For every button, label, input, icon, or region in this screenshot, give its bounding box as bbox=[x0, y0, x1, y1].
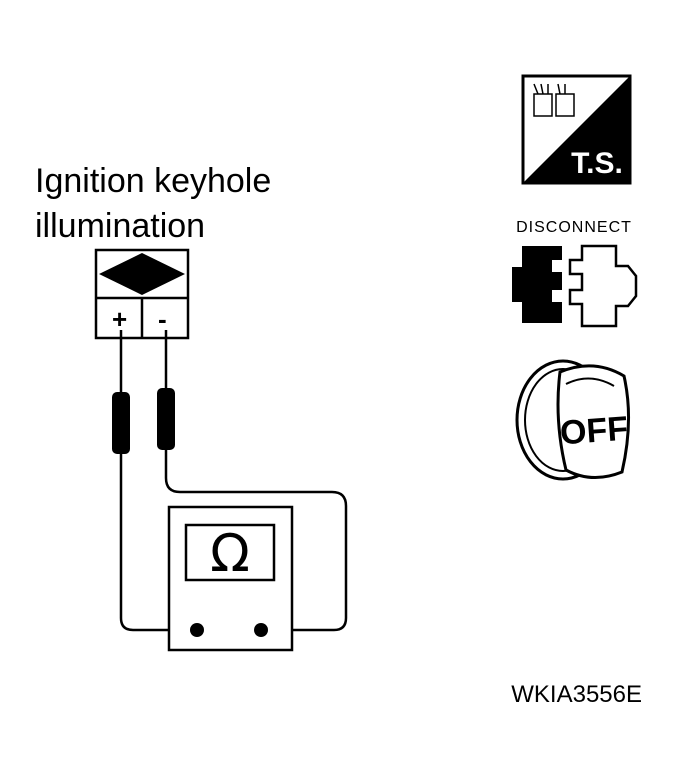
probe-negative-wire bbox=[164, 450, 348, 632]
disconnect-label: DISCONNECT bbox=[516, 219, 632, 236]
pin-positive-label: + bbox=[112, 304, 127, 334]
connector: + - bbox=[94, 248, 190, 340]
ohmmeter-display bbox=[184, 523, 276, 582]
disconnect-icon: DISCONNECT bbox=[512, 219, 638, 328]
connector-diamond-icon bbox=[99, 253, 185, 295]
disconnect-plug-black bbox=[512, 246, 562, 323]
test-symbol-label: T.S. bbox=[571, 147, 623, 180]
ignition-off-icon: OFF bbox=[515, 359, 630, 481]
ignition-off-label: OFF bbox=[559, 410, 629, 453]
ohm-symbol: Ω bbox=[210, 524, 250, 584]
pin-negative-label: - bbox=[158, 304, 167, 334]
ignition-key-icon bbox=[556, 364, 630, 479]
probe-negative-handle bbox=[157, 388, 175, 450]
figure-code: WKIA3556E bbox=[511, 681, 642, 708]
component-title-line1: Ignition keyhole bbox=[35, 162, 271, 200]
disconnect-plug-white bbox=[568, 244, 638, 328]
component-title-line2: illumination bbox=[35, 207, 205, 245]
probe-negative bbox=[157, 330, 348, 632]
probe-positive-handle bbox=[112, 392, 130, 454]
ohmmeter-terminal-positive bbox=[190, 623, 204, 637]
ignition-key-ridge bbox=[565, 377, 615, 387]
ohmmeter-terminal-negative bbox=[254, 623, 268, 637]
test-symbol-triangle bbox=[523, 76, 630, 183]
probe-positive bbox=[112, 330, 197, 632]
ohmmeter: Ω bbox=[167, 505, 294, 652]
test-symbol-icon: T.S. bbox=[521, 74, 632, 185]
probe-positive-wire bbox=[119, 454, 197, 632]
mini-connector-icon bbox=[533, 83, 575, 117]
